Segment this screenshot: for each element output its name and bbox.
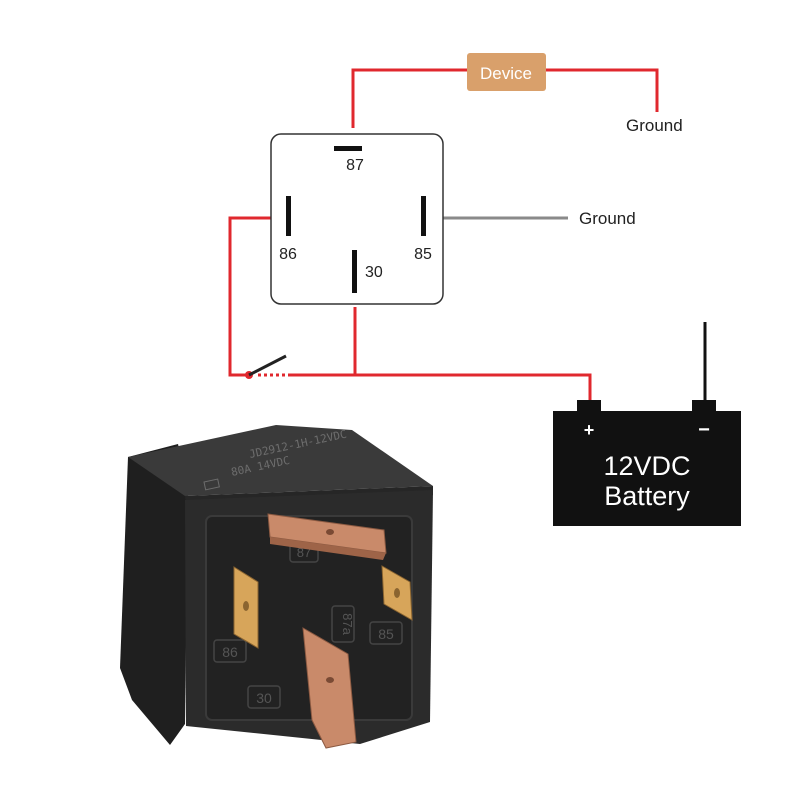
molded-label-85: 85 — [369, 621, 403, 645]
pin-30-label: 30 — [365, 264, 383, 281]
pin-86-label: 86 — [279, 246, 297, 263]
device-label: Device — [480, 64, 532, 83]
battery-negative-terminal — [692, 400, 716, 413]
wire-device-loop — [351, 68, 659, 128]
wire-pin30-battery — [290, 307, 592, 402]
battery-minus-sign: − — [698, 419, 710, 441]
pin-30-bar — [352, 250, 357, 293]
molded-label-87a: 87a — [331, 605, 355, 643]
battery-name-label: Battery — [604, 481, 690, 511]
terminal-85 — [381, 565, 413, 621]
svg-text:85: 85 — [378, 626, 394, 642]
pin-87-label: 87 — [346, 157, 364, 174]
pin-86-bar — [286, 196, 291, 236]
pin85-ground-label: Ground — [579, 209, 636, 228]
relay-pinout-symbol: 87 86 85 30 — [270, 133, 444, 305]
svg-text:86: 86 — [222, 644, 238, 660]
terminal-30 — [302, 627, 357, 749]
wire-pin86-switch — [228, 216, 271, 377]
pin-87-bar — [334, 146, 362, 151]
battery-voltage-label: 12VDC — [603, 451, 690, 481]
battery: + − 12VDC Battery — [553, 322, 741, 526]
switch-symbol — [245, 354, 292, 379]
device-ground-label: Ground — [626, 116, 683, 135]
relay-photo: JD2912-1H-12VDC 80A 14VDC 86 85 30 87a 8… — [120, 425, 433, 749]
svg-text:30: 30 — [256, 690, 272, 706]
battery-positive-terminal — [577, 400, 601, 413]
terminal-87 — [267, 513, 387, 560]
device-box: Device — [467, 53, 546, 91]
molded-label-86: 86 — [213, 639, 247, 663]
pin-85-label: 85 — [414, 246, 432, 263]
pin-85-bar — [421, 196, 426, 236]
molded-label-30: 30 — [247, 685, 281, 709]
svg-text:87a: 87a — [340, 613, 355, 635]
terminal-86 — [233, 566, 259, 649]
battery-plus-sign: + — [584, 420, 595, 440]
